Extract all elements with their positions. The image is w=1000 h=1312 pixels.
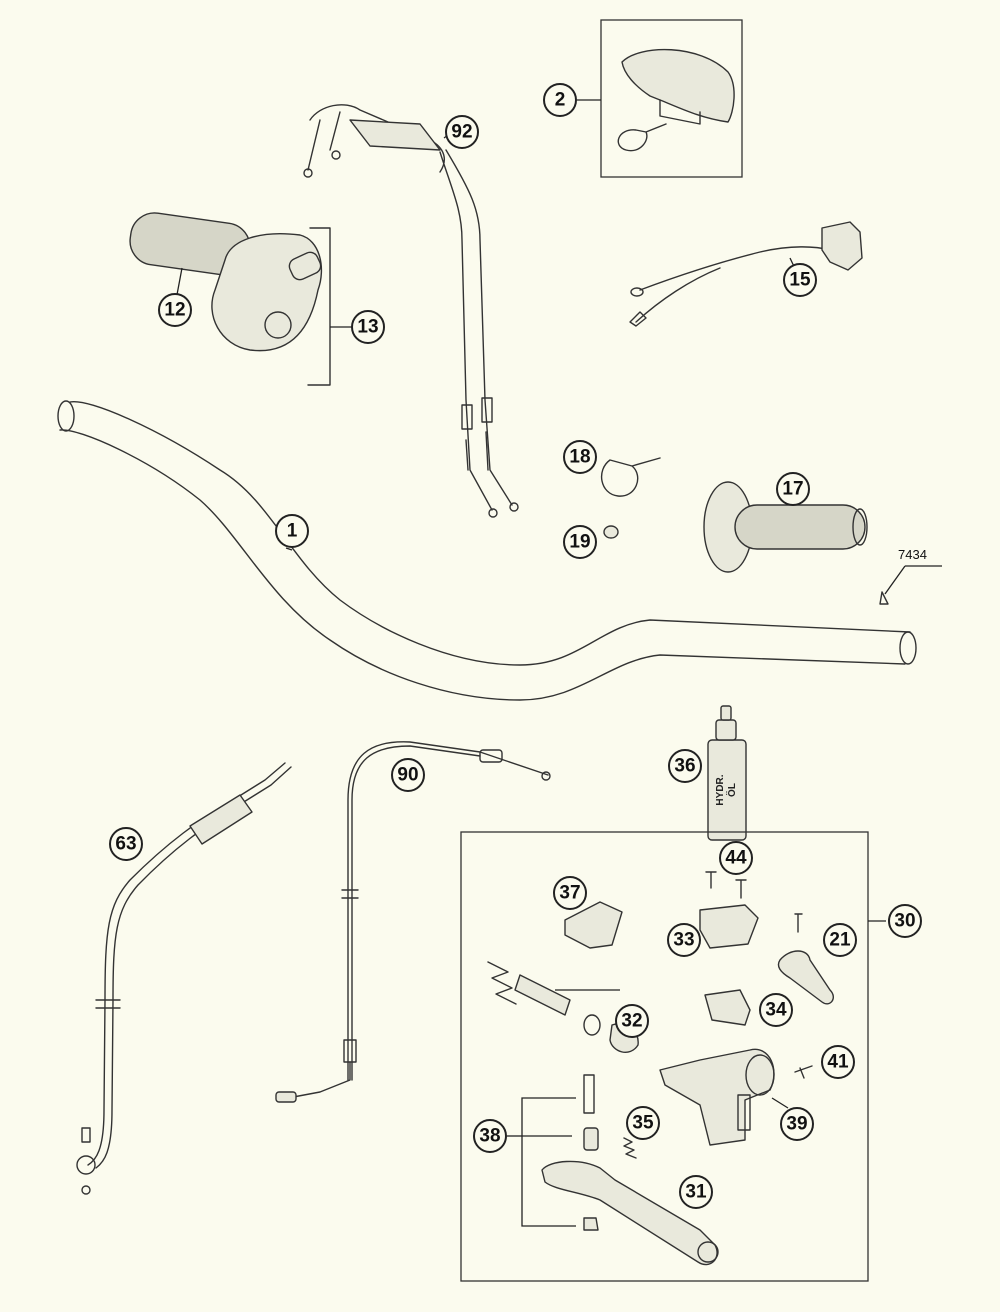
bottle-label-line2: ÖL bbox=[725, 783, 738, 797]
callout-90: 90 bbox=[391, 758, 425, 792]
bottle-label-line1: HYDR. bbox=[715, 774, 726, 805]
svg-text:38: 38 bbox=[479, 1126, 500, 1147]
callout-32: 32 bbox=[615, 1004, 649, 1038]
part-32-piston-kit bbox=[487, 961, 639, 1053]
part-17-left-grip bbox=[703, 481, 868, 573]
callout-38: 38 bbox=[473, 1119, 507, 1153]
part-31-brake-lever bbox=[541, 1160, 719, 1266]
svg-text:31: 31 bbox=[685, 1182, 707, 1203]
callout-19: 19 bbox=[563, 525, 597, 559]
part-1-handlebar bbox=[57, 400, 917, 701]
part-15-kill-switch bbox=[629, 221, 863, 327]
ref-7434-label: 7434 bbox=[898, 547, 927, 562]
svg-text:39: 39 bbox=[786, 1114, 807, 1135]
svg-text:19: 19 bbox=[569, 532, 590, 553]
svg-text:36: 36 bbox=[674, 756, 695, 777]
callout-15: 15 bbox=[783, 263, 817, 297]
svg-text:12: 12 bbox=[164, 300, 185, 321]
part-90-clutch-cable bbox=[275, 741, 551, 1103]
part-33-reservoir-cover bbox=[699, 904, 759, 949]
part-36-hydraulic-oil-bottle bbox=[707, 705, 747, 841]
svg-text:17: 17 bbox=[782, 479, 803, 500]
part-18-cable-tie bbox=[600, 457, 661, 497]
callout-34: 34 bbox=[759, 993, 793, 1027]
part-38-pivot-bolt-set bbox=[507, 1074, 599, 1231]
callout-17: 17 bbox=[776, 472, 810, 506]
part-41-screw bbox=[794, 1065, 813, 1079]
part-19-clip bbox=[603, 525, 619, 539]
callout-30: 30 bbox=[888, 904, 922, 938]
callout-41: 41 bbox=[821, 1045, 855, 1079]
part-44-screws bbox=[705, 871, 747, 899]
svg-text:41: 41 bbox=[827, 1052, 849, 1073]
callout-12: 12 bbox=[158, 293, 192, 327]
svg-text:92: 92 bbox=[451, 122, 472, 143]
svg-text:1: 1 bbox=[287, 521, 298, 542]
callout-39: 39 bbox=[780, 1107, 814, 1141]
part-21-small-lever bbox=[777, 913, 834, 1005]
callout-63: 63 bbox=[109, 827, 143, 861]
svg-text:2: 2 bbox=[555, 90, 566, 111]
part-37-boot bbox=[564, 901, 623, 949]
svg-text:13: 13 bbox=[357, 317, 378, 338]
svg-text:30: 30 bbox=[894, 911, 915, 932]
svg-text:34: 34 bbox=[765, 1000, 787, 1021]
callout-36: 36 bbox=[668, 749, 702, 783]
part-2-frame bbox=[577, 19, 743, 178]
part-7434-reference bbox=[879, 565, 942, 605]
part-12-13-throttle-grip bbox=[129, 212, 352, 386]
svg-text:37: 37 bbox=[559, 883, 580, 904]
svg-text:33: 33 bbox=[673, 930, 694, 951]
svg-text:35: 35 bbox=[632, 1113, 654, 1134]
svg-text:21: 21 bbox=[829, 930, 851, 951]
callout-2: 2 bbox=[543, 83, 577, 117]
part-30-frame bbox=[460, 831, 886, 1282]
part-34-gasket bbox=[704, 989, 751, 1026]
callout-35: 35 bbox=[626, 1106, 660, 1140]
part-39-master-cylinder bbox=[659, 1048, 789, 1146]
svg-text:18: 18 bbox=[569, 447, 590, 468]
part-63-brake-line bbox=[76, 762, 292, 1195]
callout-18: 18 bbox=[563, 440, 597, 474]
part-92-throttle-cables bbox=[303, 104, 519, 518]
callout-44: 44 bbox=[719, 841, 753, 875]
callout-1: 1 bbox=[275, 514, 309, 548]
callout-37: 37 bbox=[553, 876, 587, 910]
svg-text:44: 44 bbox=[725, 848, 747, 869]
part-35-spring bbox=[623, 1137, 637, 1159]
callout-31: 31 bbox=[679, 1175, 713, 1209]
svg-text:32: 32 bbox=[621, 1011, 642, 1032]
svg-text:63: 63 bbox=[115, 834, 136, 855]
callout-21: 21 bbox=[823, 923, 857, 957]
svg-text:15: 15 bbox=[789, 270, 811, 291]
svg-text:90: 90 bbox=[397, 765, 418, 786]
callout-92: 92 bbox=[445, 115, 479, 149]
bottle-label: HYDR. ÖL bbox=[715, 774, 738, 805]
callout-33: 33 bbox=[667, 923, 701, 957]
callout-13: 13 bbox=[351, 310, 385, 344]
